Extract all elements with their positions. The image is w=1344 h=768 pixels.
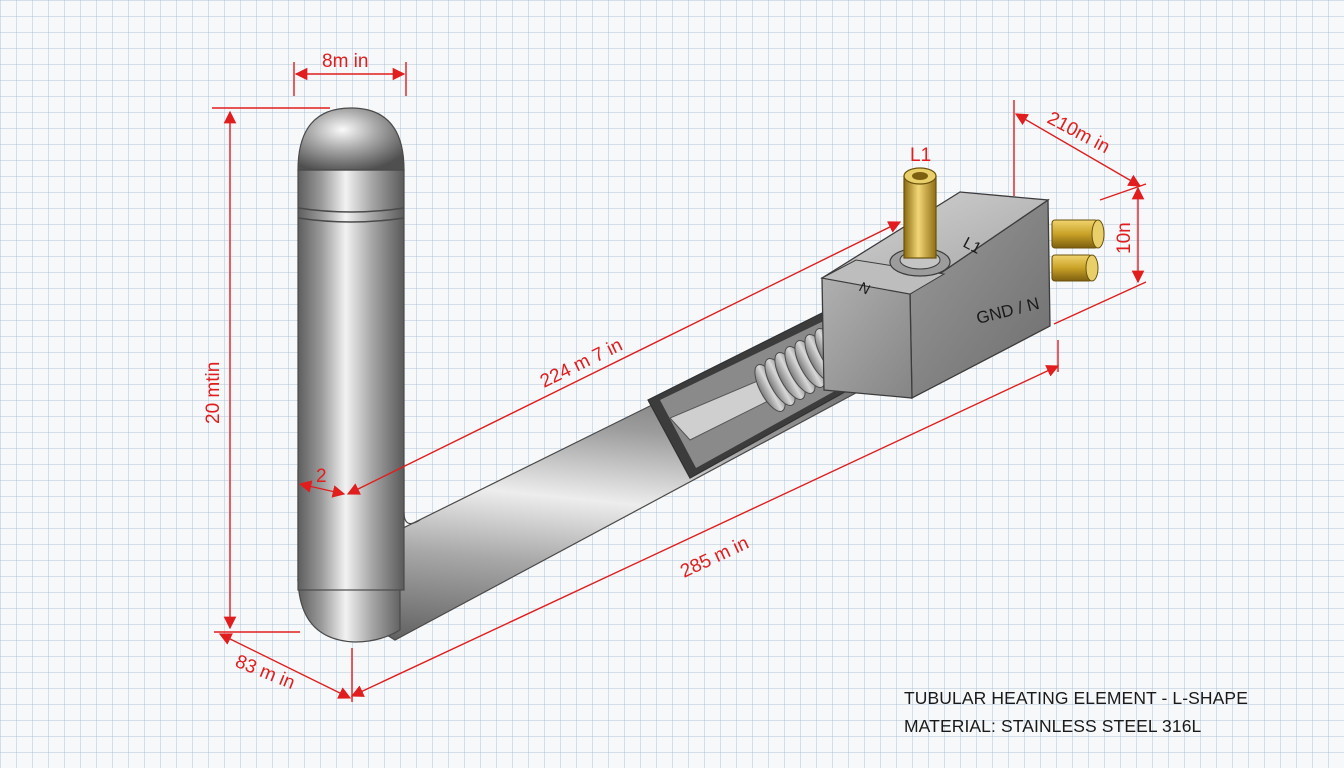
terminal-top-label: L1 — [910, 145, 931, 166]
dim-top-width: 8m in — [322, 51, 368, 72]
tube-bend-inner — [403, 511, 421, 525]
terminal-box: L1 N GND / N — [820, 167, 1105, 400]
terminal-side-pins — [1051, 219, 1105, 282]
box-left — [821, 277, 913, 399]
box-face-l1: L1 — [960, 235, 984, 258]
dim-box-height: 10n — [1114, 222, 1135, 254]
terminal-l1-post — [903, 175, 937, 259]
dim-bottom-depth: 83 m in — [232, 651, 298, 694]
dim-left-height: 20 mtin — [203, 362, 224, 424]
dim-bend-small: 2 — [316, 466, 327, 487]
title-line-2: MATERIAL: STAINLESS STEEL 316L — [904, 716, 1202, 736]
cap-groove — [297, 207, 405, 213]
title-block: TUBULAR HEATING ELEMENT - L-SHAPE MATERI… — [904, 684, 1248, 740]
dim-lower-length: 285 m in — [677, 533, 752, 583]
title-line-1: TUBULAR HEATING ELEMENT - L-SHAPE — [904, 688, 1248, 708]
tube-vertical — [297, 169, 405, 591]
tube-cap — [297, 107, 405, 171]
terminal-l1-hole — [912, 172, 928, 180]
